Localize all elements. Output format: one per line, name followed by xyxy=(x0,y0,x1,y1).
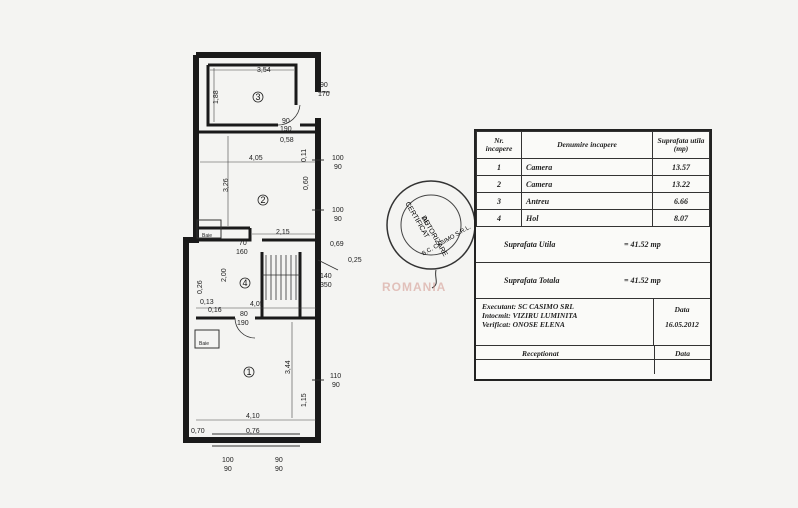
room-number-1: 1 xyxy=(243,366,255,378)
dim-label: 0,16 xyxy=(208,307,222,314)
room-number-3: 3 xyxy=(252,91,264,103)
verificat-line: Verificat: ONOSE ELENA xyxy=(482,320,565,329)
dim-label: 100 xyxy=(332,207,344,214)
header-name: Denumire incapere xyxy=(521,131,653,159)
dim-label: 100 xyxy=(332,155,344,162)
dim-label: 1,15 xyxy=(301,393,308,407)
windows xyxy=(212,159,324,447)
table-row: 2 Camera 13.22 xyxy=(476,175,710,193)
dim-label: 0,25 xyxy=(348,257,362,264)
table-row: 4 Hol 8.07 xyxy=(476,209,710,227)
dim-label: 90 xyxy=(282,118,290,125)
header-nr: Nr. incapere xyxy=(476,131,522,159)
date-value: 16.05.2012 xyxy=(665,320,699,329)
total-area-row: Suprafata Totala = 41.52 mp xyxy=(476,263,710,299)
dim-label: 3,54 xyxy=(257,67,271,74)
outer-walls xyxy=(183,52,321,443)
dim-label: 90 xyxy=(334,216,342,223)
dim-label: 0,70 xyxy=(191,428,205,435)
receptionat-block: Receptionat Data xyxy=(476,346,710,374)
dim-label: 3,26 xyxy=(223,178,230,192)
executant-block: Executant: SC CASIMO SRL Intocmit: VIZIR… xyxy=(476,299,710,346)
dim-label: 90 xyxy=(275,457,283,464)
dim-label: 2,00 xyxy=(221,268,228,282)
dim-label: 1,88 xyxy=(213,90,220,104)
dim-label: 70 xyxy=(239,240,247,247)
dim-label: 190 xyxy=(280,126,292,133)
dim-label: 100 xyxy=(222,457,234,464)
header-area: Suprafata utila (mp) xyxy=(652,131,710,159)
dim-label: 0,11 xyxy=(301,149,308,162)
dim-label: 350 xyxy=(320,282,332,289)
baie-label: Baie xyxy=(199,341,209,347)
dim-label: 90 xyxy=(332,382,340,389)
util-area-value: = 41.52 mp xyxy=(624,240,661,249)
svg-text:DE: DE xyxy=(420,215,431,227)
svg-text:1: 1 xyxy=(247,367,252,377)
watermark: ROMANIA xyxy=(382,280,447,294)
total-area-label: Suprafata Totala xyxy=(504,276,560,285)
svg-text:2: 2 xyxy=(261,195,266,205)
dim-label: 0,76 xyxy=(246,428,260,435)
receptionat-label: Receptionat xyxy=(522,349,559,358)
certificate-stamp: CERTIFICAT DE AUTORIZARE S.C. CASIMO S.R… xyxy=(386,180,476,289)
executant-line: Executant: SC CASIMO SRL xyxy=(482,302,574,311)
inner-walls xyxy=(196,63,318,320)
dim-label: 3,44 xyxy=(285,360,292,374)
dim-label: 0,69 xyxy=(330,241,344,248)
room-summary-table: Nr. incapere Denumire incapere Suprafata… xyxy=(474,129,712,381)
date-label: Data xyxy=(674,305,690,314)
dim-label: 0,26 xyxy=(197,280,204,294)
svg-text:4: 4 xyxy=(243,278,248,288)
receptionat-date-label: Data xyxy=(654,346,710,374)
dim-label: 90 xyxy=(224,466,232,473)
table-row: 3 Antreu 6.66 xyxy=(476,192,710,210)
dim-label: 140 xyxy=(320,273,332,280)
util-area-row: Suprafata Utila = 41.52 mp xyxy=(476,227,710,263)
room-number-4: 4 xyxy=(239,277,251,289)
table-row: 1 Camera 13.57 xyxy=(476,158,710,176)
dim-label: 0,58 xyxy=(280,137,294,144)
dim-label: 110 xyxy=(330,373,341,380)
dim-label: 2,15 xyxy=(276,229,290,236)
dim-label: 4,05 xyxy=(250,301,264,308)
svg-text:3: 3 xyxy=(256,92,261,102)
dim-label: 4,10 xyxy=(246,413,260,420)
dim-label: 0,13 xyxy=(200,299,214,306)
door-arcs xyxy=(234,91,339,339)
room-number-2: 2 xyxy=(257,194,269,206)
dim-label: 90 xyxy=(320,82,328,89)
baie-label: Baie xyxy=(202,233,212,239)
dim-label: 170 xyxy=(318,91,330,98)
dim-label: 0,60 xyxy=(303,176,310,190)
dim-label: 80 xyxy=(240,311,248,318)
dim-label: 190 xyxy=(237,320,249,327)
util-area-label: Suprafata Utila xyxy=(504,240,556,249)
total-area-value: = 41.52 mp xyxy=(624,276,661,285)
intocmit-line: Intocmit: VIZIRU LUMINITA xyxy=(482,311,578,320)
dim-label: 4,05 xyxy=(249,155,263,162)
dim-label: 90 xyxy=(275,466,283,473)
stairs xyxy=(262,255,300,300)
dim-label: 90 xyxy=(334,164,342,171)
dim-label: 160 xyxy=(236,249,248,256)
dimension-lines xyxy=(196,68,316,421)
